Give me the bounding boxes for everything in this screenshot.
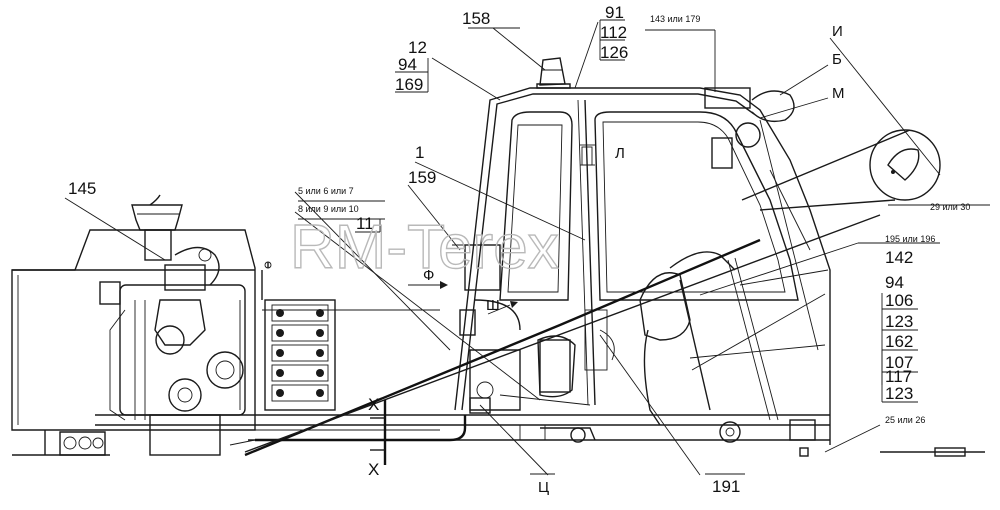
callout-I: И (832, 23, 843, 40)
callout-M: М (832, 85, 845, 102)
callout-106: 106 (885, 291, 913, 310)
valve-block (261, 261, 336, 411)
callout-5-6-7: 5 или 6 или 7 (298, 186, 354, 196)
callout-123-b: 123 (885, 384, 913, 403)
callout-91: 91 (605, 3, 624, 22)
callout-1: 1 (415, 143, 424, 162)
callout-94-top: 94 (398, 55, 417, 74)
callout-169: 169 (395, 75, 423, 94)
callout-25-26: 25 или 26 (885, 415, 925, 425)
hydraulic-lines (229, 214, 881, 457)
callout-191: 191 (712, 477, 740, 496)
callout-94-right: 94 (885, 273, 904, 292)
section-mark-X-bottom: X (368, 460, 379, 479)
callout-107: 107 (885, 353, 913, 372)
callout-B: Б (832, 51, 842, 68)
cab (454, 57, 831, 457)
callout-195-196: 195 или 196 (885, 234, 935, 244)
callout-158: 158 (462, 9, 490, 28)
callout-Sh: Ш (486, 297, 500, 314)
leader-lines (64, 19, 990, 476)
callout-143-179: 143 или 179 (650, 14, 700, 24)
callout-11: 11 (356, 214, 374, 233)
section-mark-X-top: X (368, 395, 379, 414)
callout-126: 126 (600, 43, 628, 62)
callout-159: 159 (408, 168, 436, 187)
engine-block (59, 246, 246, 456)
air-cleaner (131, 194, 183, 261)
detail-bubble (741, 129, 941, 211)
callout-123-a: 123 (885, 312, 913, 331)
callout-112: 112 (600, 23, 627, 42)
callout-L: Л (615, 145, 625, 162)
callout-162: 162 (885, 332, 913, 351)
callout-142: 142 (885, 248, 913, 267)
callout-F: Ф (423, 267, 434, 284)
callout-29-30: 29 или 30 (930, 202, 970, 212)
callout-12: 12 (408, 38, 427, 57)
callout-8-9-10: 8 или 9 или 10 (298, 204, 359, 214)
callout-117: 117 (885, 367, 912, 386)
callout-Ts: Ц (538, 479, 549, 496)
callout-145: 145 (68, 179, 96, 198)
watermark: RM-Terex (290, 213, 559, 282)
